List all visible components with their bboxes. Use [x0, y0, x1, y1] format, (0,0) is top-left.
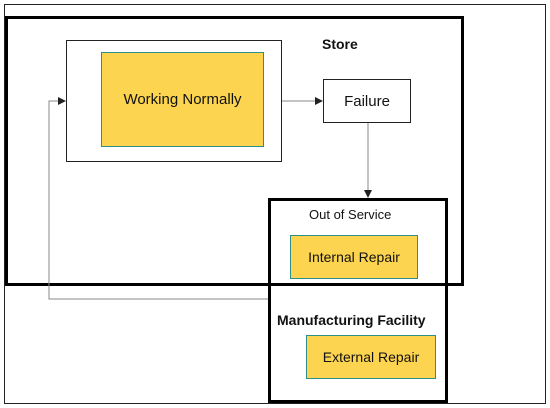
store-label: Store	[322, 36, 358, 52]
internal-repair-node: Internal Repair	[290, 235, 418, 279]
out-of-service-label: Out of Service	[309, 207, 392, 222]
internal-repair-label: Internal Repair	[308, 249, 400, 265]
external-repair-node: External Repair	[306, 335, 436, 379]
external-repair-label: External Repair	[322, 349, 420, 365]
store-container	[5, 16, 464, 286]
failure-node: Failure	[323, 79, 411, 123]
outer-frame	[4, 4, 546, 404]
out-of-service-container	[268, 198, 448, 403]
working-normally-label: Working Normally	[123, 91, 242, 108]
arrow-return-to-working	[48, 97, 268, 300]
failure-label: Failure	[344, 92, 390, 110]
working-normally-node: Working Normally	[101, 52, 264, 147]
manufacturing-facility-label: Manufacturing Facility	[277, 312, 426, 328]
